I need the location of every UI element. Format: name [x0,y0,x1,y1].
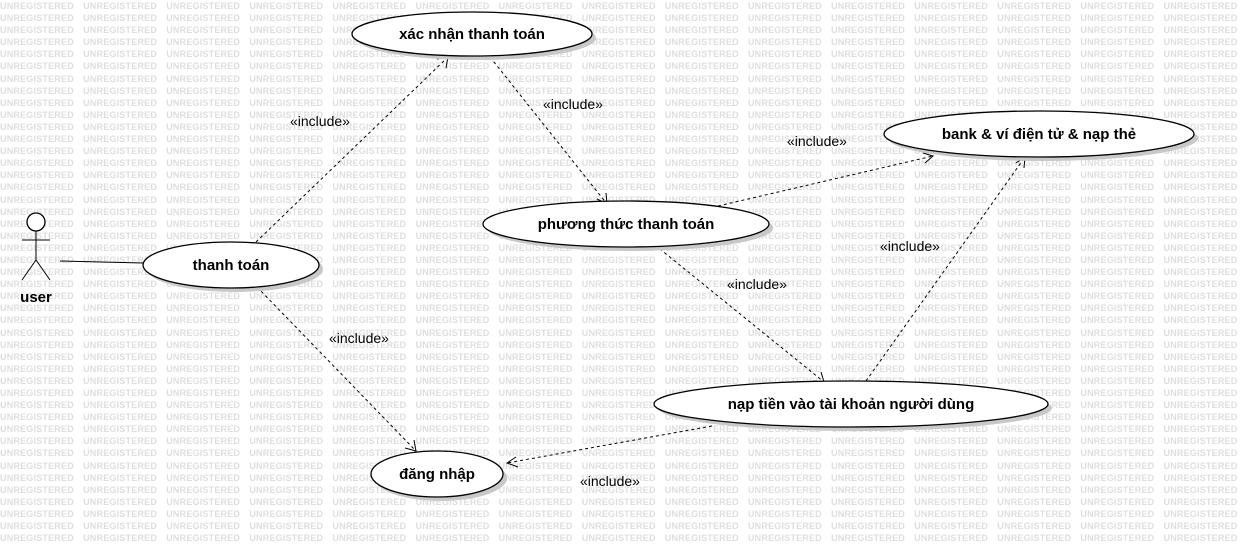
watermark-row: UNREGISTERED UNREGISTERED UNREGISTERED U… [0,279,1247,290]
include-xac-nhan-phuong-thuc [489,56,608,205]
watermark-row: UNREGISTERED UNREGISTERED UNREGISTERED U… [0,254,1247,265]
watermark-row: UNREGISTERED UNREGISTERED UNREGISTERED U… [0,134,1247,145]
watermark-row: UNREGISTERED UNREGISTERED UNREGISTERED U… [0,388,1247,398]
watermark-row: UNREGISTERED UNREGISTERED UNREGISTERED U… [0,13,1247,24]
actor-head [26,212,46,232]
actor-right-leg [35,259,51,281]
watermark-row: UNREGISTERED UNREGISTERED UNREGISTERED U… [0,170,1247,181]
include-thanh-toan-xac-nhan [255,56,449,243]
watermark-row: UNREGISTERED UNREGISTERED UNREGISTERED U… [0,97,1247,108]
watermark-row: UNREGISTERED UNREGISTERED UNREGISTERED U… [0,472,1247,483]
watermark-row: UNREGISTERED UNREGISTERED UNREGISTERED U… [0,327,1247,338]
watermark-row: UNREGISTERED UNREGISTERED UNREGISTERED U… [0,73,1247,84]
watermark-row: UNREGISTERED UNREGISTERED UNREGISTERED U… [0,109,1247,120]
use-case-dang-nhap[interactable]: đăng nhập [370,450,507,501]
watermark-row: UNREGISTERED UNREGISTERED UNREGISTERED U… [0,194,1247,205]
include-label: «include» [787,133,847,149]
include-phuong-thuc-nap-tien [654,244,825,383]
use-case-label: nạp tiền vào tài khoản người dùng [728,396,975,413]
watermark-row: UNREGISTERED UNREGISTERED UNREGISTERED U… [0,496,1247,507]
watermark-row: UNREGISTERED UNREGISTERED UNREGISTERED U… [0,521,1247,532]
watermark-row: UNREGISTERED UNREGISTERED UNREGISTERED U… [0,424,1247,435]
use-case-label: phương thức thanh toán [538,216,715,233]
watermark-row: UNREGISTERED UNREGISTERED UNREGISTERED U… [0,400,1247,411]
use-case-thanh-toan[interactable]: thanh toán [142,241,323,292]
include-phuong-thuc-bank [717,152,935,207]
include-label: «include» [329,330,389,346]
watermark-row: UNREGISTERED UNREGISTERED UNREGISTERED U… [0,49,1247,60]
watermark-row: UNREGISTERED UNREGISTERED UNREGISTERED U… [0,339,1247,350]
watermark-row: UNREGISTERED UNREGISTERED UNREGISTERED U… [0,436,1247,447]
watermark-row: UNREGISTERED UNREGISTERED UNREGISTERED U… [0,121,1247,132]
include-label: «include» [727,276,787,292]
watermark-row: UNREGISTERED UNREGISTERED UNREGISTERED U… [0,363,1247,374]
watermark-row: UNREGISTERED UNREGISTERED UNREGISTERED U… [0,1,1247,11]
watermark-row: UNREGISTERED UNREGISTERED UNREGISTERED U… [0,85,1247,96]
actor-left-leg [21,259,37,281]
include-label: «include» [543,96,603,112]
use-case-label: xác nhận thanh toán [399,26,545,43]
include-label: «include» [580,473,640,489]
watermark-row: UNREGISTERED UNREGISTERED UNREGISTERED U… [0,182,1247,193]
watermark-row: UNREGISTERED UNREGISTERED UNREGISTERED U… [0,303,1247,314]
include-nap-tien-dang-nhap [505,425,713,468]
watermark-row: UNREGISTERED UNREGISTERED UNREGISTERED U… [0,25,1247,36]
watermark-row: UNREGISTERED UNREGISTERED UNREGISTERED U… [0,484,1247,495]
watermark-row: UNREGISTERED UNREGISTERED UNREGISTERED U… [0,158,1247,169]
association-user-thanh-toan [59,260,144,264]
include-label: «include» [290,113,350,129]
watermark-row: UNREGISTERED UNREGISTERED UNREGISTERED U… [0,61,1247,72]
actor-user[interactable]: user [20,212,52,306]
watermark-row: UNREGISTERED UNREGISTERED UNREGISTERED U… [0,291,1247,302]
actor-label: user [20,289,52,306]
watermark-row: UNREGISTERED UNREGISTERED UNREGISTERED U… [0,448,1247,459]
watermark-row: UNREGISTERED UNREGISTERED UNREGISTERED U… [0,267,1247,278]
use-case-bank[interactable]: bank & ví điện tử & nạp thẻ [883,110,1198,161]
use-case-label: đăng nhập [399,466,475,483]
watermark-row: UNREGISTERED UNREGISTERED UNREGISTERED U… [0,460,1247,471]
watermark-row: UNREGISTERED UNREGISTERED UNREGISTERED U… [0,412,1247,423]
watermark-row: UNREGISTERED UNREGISTERED UNREGISTERED U… [0,508,1247,519]
watermark-row: UNREGISTERED UNREGISTERED UNREGISTERED U… [0,375,1247,386]
use-case-nap-tien[interactable]: nạp tiền vào tài khoản người dùng [653,380,1052,431]
include-thanh-toan-dang-nhap [256,286,417,452]
watermark-row: UNREGISTERED UNREGISTERED UNREGISTERED U… [0,315,1247,326]
watermark-row: UNREGISTERED UNREGISTERED UNREGISTERED U… [0,37,1247,48]
use-case-label: bank & ví điện tử & nạp thẻ [942,126,1136,143]
use-case-phuong-thuc-thanh-toan[interactable]: phương thức thanh toán [482,200,773,251]
include-label: «include» [880,238,940,254]
watermark-row: UNREGISTERED UNREGISTERED UNREGISTERED U… [0,146,1247,157]
watermark-row: UNREGISTERED UNREGISTERED UNREGISTERED U… [0,533,1247,544]
include-nap-tien-bank [865,156,1026,382]
watermark-row: UNREGISTERED UNREGISTERED UNREGISTERED U… [0,351,1247,362]
use-case-xac-nhan-thanh-toan[interactable]: xác nhận thanh toán [351,11,596,60]
use-case-label: thanh toán [193,257,270,274]
